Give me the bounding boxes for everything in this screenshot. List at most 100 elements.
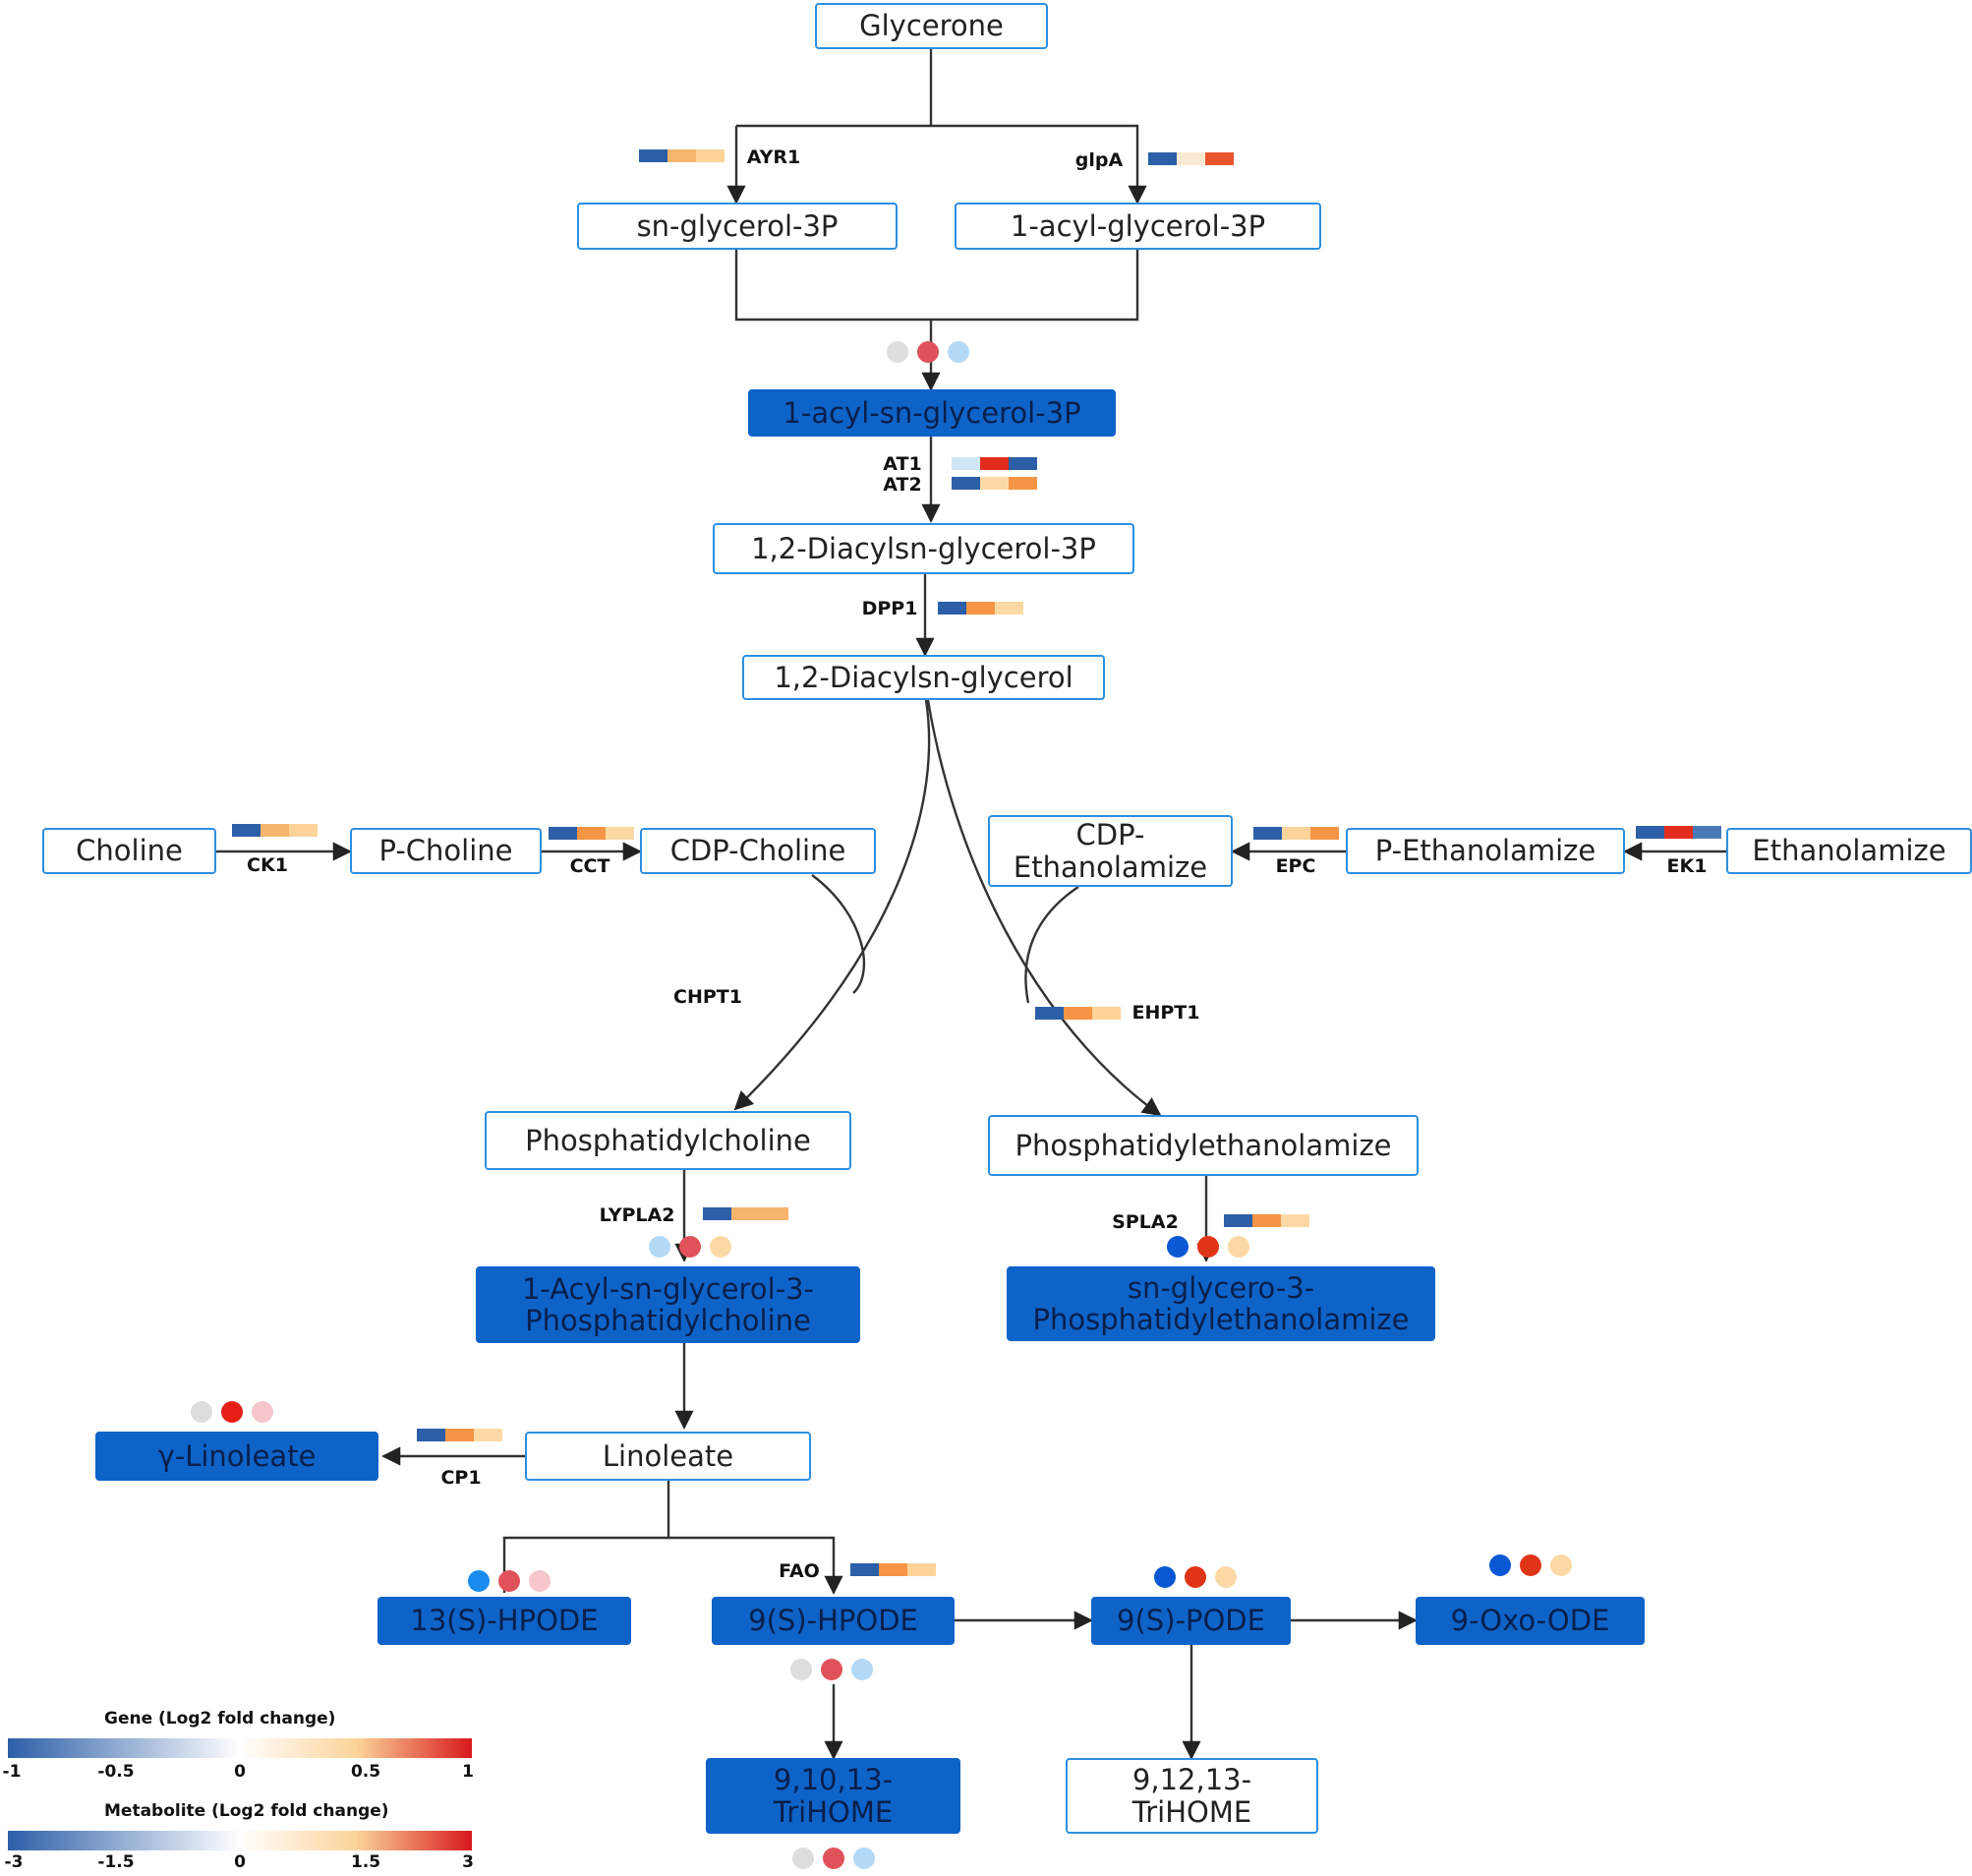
node-label: Glycerone: [859, 9, 1004, 43]
node-ethanolamize[interactable]: Ethanolamize: [1726, 828, 1972, 874]
metabolite-fold-change-dot: [710, 1236, 731, 1258]
gene-fold-change-cell: [417, 1429, 445, 1441]
node-sn-glycero-3-phosphatidylethanolamize[interactable]: sn-glycero-3- Phosphatidylethanolamize: [1007, 1266, 1435, 1341]
enzyme-epc: EPC: [1275, 855, 1316, 877]
gene-fold-change-cell: [1064, 1007, 1092, 1020]
metabolite-fold-change-dot: [1185, 1566, 1206, 1588]
node-9s-pode[interactable]: 9(S)-PODE: [1091, 1597, 1291, 1645]
node-phosphatidylethanolamize[interactable]: Phosphatidylethanolamize: [988, 1115, 1419, 1176]
gene-legend-tick: -1: [2, 1762, 22, 1782]
enzyme-ek1: EK1: [1666, 855, 1708, 877]
gene-fold-change-cell: [445, 1429, 474, 1441]
enzyme-glpa: glpA: [1074, 149, 1124, 171]
node-1-2-diacylsn-glycerol-3p[interactable]: 1,2-Diacylsn-glycerol-3P: [713, 523, 1134, 574]
metabolite-fold-change-dot: [649, 1236, 670, 1258]
metabolite-dots-13s-hpode: [468, 1570, 551, 1592]
edge-merge-bracket: [734, 250, 1139, 322]
gene-legend-tick: 0.5: [350, 1762, 381, 1782]
node-label: sn-glycero-3- Phosphatidylethanolamize: [1032, 1270, 1410, 1336]
gene-fold-change-cell: [639, 149, 667, 162]
node-label: 9,10,13- TriHOME: [773, 1763, 894, 1829]
gene-fold-change-cell: [577, 827, 606, 840]
metabolite-fold-change-dot: [498, 1570, 520, 1592]
gene-fold-change-cell: [966, 602, 995, 615]
metabolite-fold-change-dot: [221, 1401, 243, 1423]
metabolite-dots-9-10-13-trihome: [792, 1847, 875, 1869]
gene-fold-change-cell: [1664, 826, 1693, 839]
metabolite-fold-change-dot: [823, 1847, 844, 1869]
edge-cdp-choline-join: [811, 874, 866, 994]
gene-fold-change-cell: [952, 477, 980, 490]
node-linoleate[interactable]: Linoleate: [525, 1432, 811, 1481]
node-label: Phosphatidylcholine: [525, 1123, 811, 1157]
gene-fold-change-cell: [1636, 826, 1664, 839]
metabolite-dots-9s-pode: [1154, 1566, 1237, 1588]
metabolite-legend-tick: -3: [4, 1852, 24, 1872]
node-sn-glycerol-3p[interactable]: sn-glycerol-3P: [577, 203, 898, 250]
enzyme-ayr1: AYR1: [746, 147, 801, 168]
gene-bar-ayr1: [639, 149, 725, 162]
node-label: 1,2-Diacylsn-glycerol: [774, 660, 1073, 694]
node-label: P-Choline: [378, 834, 513, 868]
node-label: Ethanolamize: [1752, 834, 1946, 868]
node-label: Phosphatidylethanolamize: [1015, 1128, 1392, 1162]
gene-bar-glpa: [1148, 152, 1234, 165]
metabolite-fold-change-dot: [1215, 1566, 1237, 1588]
node-choline[interactable]: Choline: [42, 828, 216, 874]
gene-fold-change-cell: [696, 149, 725, 162]
metabolite-fold-change-dot: [1550, 1554, 1572, 1576]
gene-fold-change-cell: [907, 1563, 936, 1576]
node-label: CDP- Ethanolamize: [1013, 818, 1208, 884]
gene-fold-change-cell: [261, 824, 289, 837]
gene-fold-change-cell: [703, 1207, 731, 1220]
gene-bar-fao: [850, 1563, 936, 1576]
gene-fold-change-cell: [879, 1563, 907, 1576]
node-1-acyl-sn-glycerol-3p[interactable]: 1-acyl-sn-glycerol-3P: [748, 389, 1116, 437]
node-cdp-ethanolamize[interactable]: CDP- Ethanolamize: [988, 815, 1233, 887]
gene-bar-at2: [952, 477, 1037, 490]
gene-bar-ek1: [1636, 826, 1721, 839]
gene-legend-tick: 0: [234, 1762, 246, 1782]
gene-fold-change-cell: [1693, 826, 1721, 839]
gene-fold-change-cell: [1224, 1214, 1252, 1227]
node-p-ethanolamize[interactable]: P-Ethanolamize: [1346, 828, 1625, 874]
enzyme-fao: FAO: [779, 1560, 820, 1582]
node-label: 13(S)-HPODE: [410, 1604, 599, 1638]
metabolite-fold-change-dot: [887, 341, 908, 363]
gene-bar-at1: [952, 457, 1037, 470]
node-1-acyl-sn-glycerol-3-phosphatidylcholine[interactable]: 1-Acyl-sn-glycerol-3- Phosphatidylcholin…: [476, 1266, 860, 1343]
node-13s-hpode[interactable]: 13(S)-HPODE: [377, 1597, 631, 1645]
node-9s-hpode[interactable]: 9(S)-HPODE: [712, 1597, 955, 1645]
gene-fold-change-cell: [549, 827, 577, 840]
gene-fold-change-cell: [1177, 152, 1205, 165]
node-label: 1,2-Diacylsn-glycerol-3P: [751, 531, 1096, 565]
enzyme-chpt1: CHPT1: [673, 986, 742, 1008]
node-label: 1-Acyl-sn-glycerol-3- Phosphatidylcholin…: [521, 1271, 815, 1337]
node-gamma-linoleate[interactable]: γ-Linoleate: [95, 1432, 378, 1481]
metabolite-fold-change-dot: [790, 1659, 812, 1680]
node-9-12-13-trihome[interactable]: 9,12,13- TriHOME: [1066, 1758, 1318, 1834]
node-1-acyl-glycerol-3p[interactable]: 1-acyl-glycerol-3P: [955, 203, 1321, 250]
gene-fold-change-cell: [1282, 827, 1310, 840]
node-cdp-choline[interactable]: CDP-Choline: [640, 828, 876, 874]
enzyme-ck1: CK1: [247, 854, 288, 876]
edge-linoleate-trunk: [502, 1481, 670, 1593]
metabolite-legend-tick: 3: [462, 1852, 474, 1872]
node-label: γ-Linoleate: [157, 1438, 317, 1473]
enzyme-at2: AT2: [883, 474, 922, 496]
gene-bar-cct: [549, 827, 634, 840]
node-label: P-Ethanolamize: [1374, 834, 1596, 868]
node-1-2-diacylsn-glycerol[interactable]: 1,2-Diacylsn-glycerol: [742, 655, 1105, 700]
gene-bar-ehpt1: [1035, 1007, 1121, 1020]
node-p-choline[interactable]: P-Choline: [350, 828, 542, 874]
metabolite-fold-change-dot: [1489, 1554, 1511, 1576]
gene-fold-change-cell: [667, 149, 696, 162]
node-9-oxo-ode[interactable]: 9-Oxo-ODE: [1416, 1597, 1645, 1645]
node-phosphatidylcholine[interactable]: Phosphatidylcholine: [485, 1111, 851, 1170]
gene-fold-change-cell: [980, 457, 1009, 470]
node-glycerone[interactable]: Glycerone: [815, 3, 1048, 49]
metabolite-fold-change-dot: [948, 341, 969, 363]
node-label: 9(S)-HPODE: [748, 1604, 918, 1638]
metabolite-dots-9-oxo-ode: [1489, 1554, 1572, 1576]
node-9-10-13-trihome[interactable]: 9,10,13- TriHOME: [706, 1758, 960, 1834]
